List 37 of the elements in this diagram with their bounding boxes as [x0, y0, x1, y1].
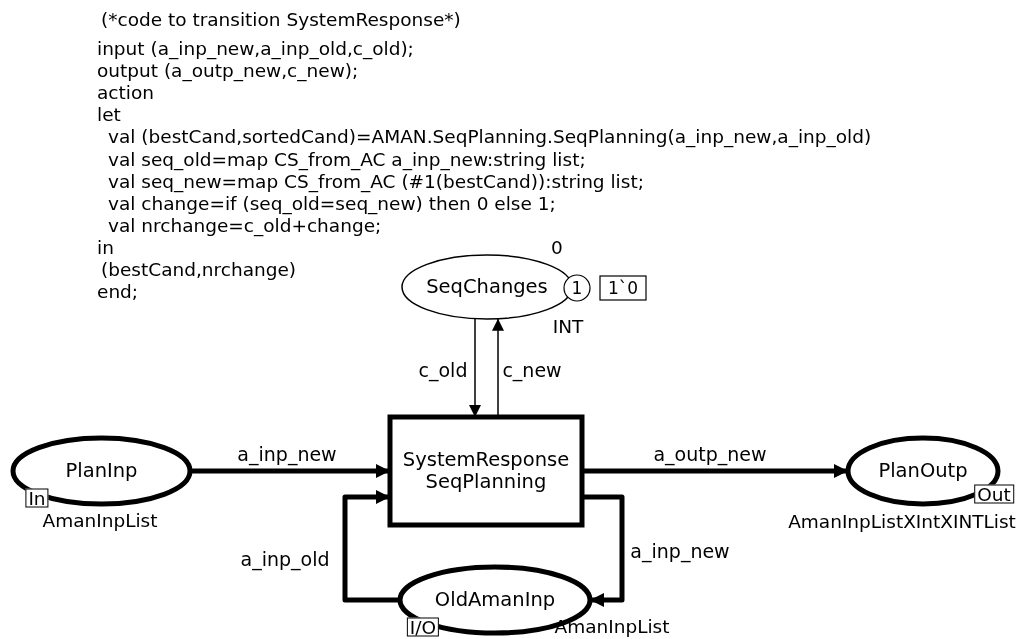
arrow	[582, 464, 848, 478]
arrow	[469, 317, 481, 418]
code-line: action	[97, 82, 154, 104]
type-label: AmanInpList	[42, 511, 158, 531]
edge-label: a_inp_new	[628, 541, 732, 561]
type-label: INT	[552, 317, 584, 337]
code-line: in	[97, 237, 114, 259]
node-label: PlanOutp	[877, 460, 969, 482]
node-label: PlanInp	[64, 460, 139, 482]
node-label: 1	[570, 277, 584, 299]
code-line: val seq_old=map CS_from_AC a_inp_new:string list;	[108, 149, 586, 171]
arrow	[582, 494, 625, 607]
type-label: 0	[551, 238, 563, 258]
code-line: (*code to transition SystemResponse*)	[101, 9, 461, 31]
node-label: SystemResponse SeqPlanning	[401, 449, 571, 493]
edge-label: a_outp_new	[651, 444, 769, 464]
code-line: val change=if (seq_old=seq_new) then 0 else 1;	[108, 193, 556, 215]
edge-label: a_inp_new	[235, 444, 339, 464]
node-label: 1`0	[606, 277, 640, 299]
node-label: OldAmanInp	[433, 589, 557, 611]
code-line: input (a_inp_new,a_inp_old,c_old);	[97, 38, 414, 60]
port-tag: I/O	[406, 617, 440, 637]
type-label: AmanInpListXIntXINTList	[788, 512, 1016, 532]
code-line: end;	[97, 281, 139, 303]
port-tag: In	[25, 488, 49, 508]
code-line: val seq_new=map CS_from_AC (#1(bestCand)):string list;	[108, 171, 644, 193]
type-label: AmanInpList	[554, 617, 670, 637]
code-line: (bestCand,nrchange)	[101, 259, 297, 281]
node-label: SeqChanges	[425, 276, 549, 298]
arrow	[492, 318, 504, 418]
arrow	[342, 490, 400, 603]
arrow	[190, 464, 390, 478]
code-line: val (bestCand,sortedCand)=AMAN.SeqPlanning.SeqPlanning(a_inp_new,a_inp_old)	[108, 126, 872, 148]
code-line: val nrchange=c_old+change;	[108, 215, 382, 237]
code-line: let	[97, 104, 121, 126]
code-line: output (a_outp_new,c_new);	[97, 60, 359, 82]
port-tag: Out	[974, 484, 1014, 504]
